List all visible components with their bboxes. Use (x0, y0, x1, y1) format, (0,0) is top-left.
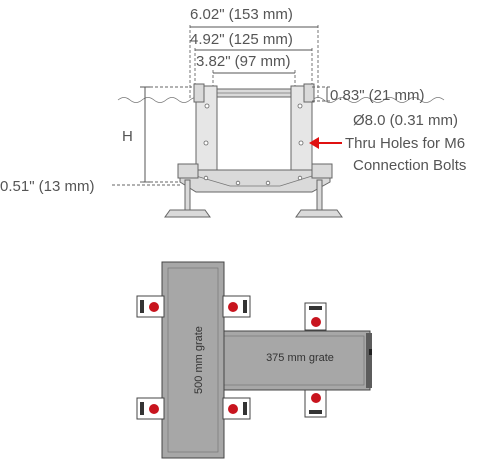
left-leveling-foot (164, 179, 211, 218)
right-post-hole-top (297, 103, 303, 109)
base-hole (265, 180, 271, 186)
height-dimension (140, 86, 192, 183)
top-offset-dimension (312, 86, 332, 102)
base-hole (297, 175, 303, 181)
dim-outer-label: 6.02" (153 mm) (190, 6, 293, 23)
right-post-cap (303, 83, 315, 103)
wavy-grade-line (117, 97, 445, 103)
support-clip (136, 295, 165, 318)
hole-note-line1: Thru Holes for M6 (345, 135, 465, 152)
side-view: 6.02" (153 mm) 4.92" (125 mm) 3.82" (97 … (0, 6, 466, 218)
grate-500 (161, 261, 225, 459)
support-clip (304, 389, 327, 418)
support-clip (222, 295, 251, 318)
right-post-hole-bottom (298, 140, 304, 146)
dim-middle-label: 4.92" (125 mm) (190, 31, 293, 48)
support-clip (222, 397, 251, 420)
base-channel (179, 169, 331, 193)
left-base-clamp (177, 163, 199, 179)
hole-diameter-label: Ø8.0 (0.31 mm) (353, 112, 458, 129)
dim-top-offset-label: 0.83" (21 mm) (330, 87, 425, 104)
top-view: 500 mm grate 375 mm grate (136, 261, 372, 459)
grate-375-end-cap (366, 333, 372, 388)
support-clip (304, 302, 327, 331)
base-hole (235, 180, 241, 186)
left-post-cap (193, 83, 205, 103)
left-post-hole-top (204, 103, 210, 109)
right-leveling-foot (295, 179, 343, 218)
support-clip (136, 397, 165, 420)
hole-note-line2: Connection Bolts (353, 157, 466, 174)
base-hole (203, 175, 209, 181)
right-base-clamp (311, 163, 333, 179)
red-arrow (309, 137, 342, 149)
grate-375-label: 375 mm grate (266, 352, 334, 364)
grate-500-label: 500 mm grate (193, 326, 205, 394)
dim-inner-label: 3.82" (97 mm) (196, 53, 291, 70)
left-post-hole-bottom (203, 140, 209, 146)
dim-bottom-offset-label: 0.51" (13 mm) (0, 178, 95, 195)
height-label: H (122, 128, 133, 145)
